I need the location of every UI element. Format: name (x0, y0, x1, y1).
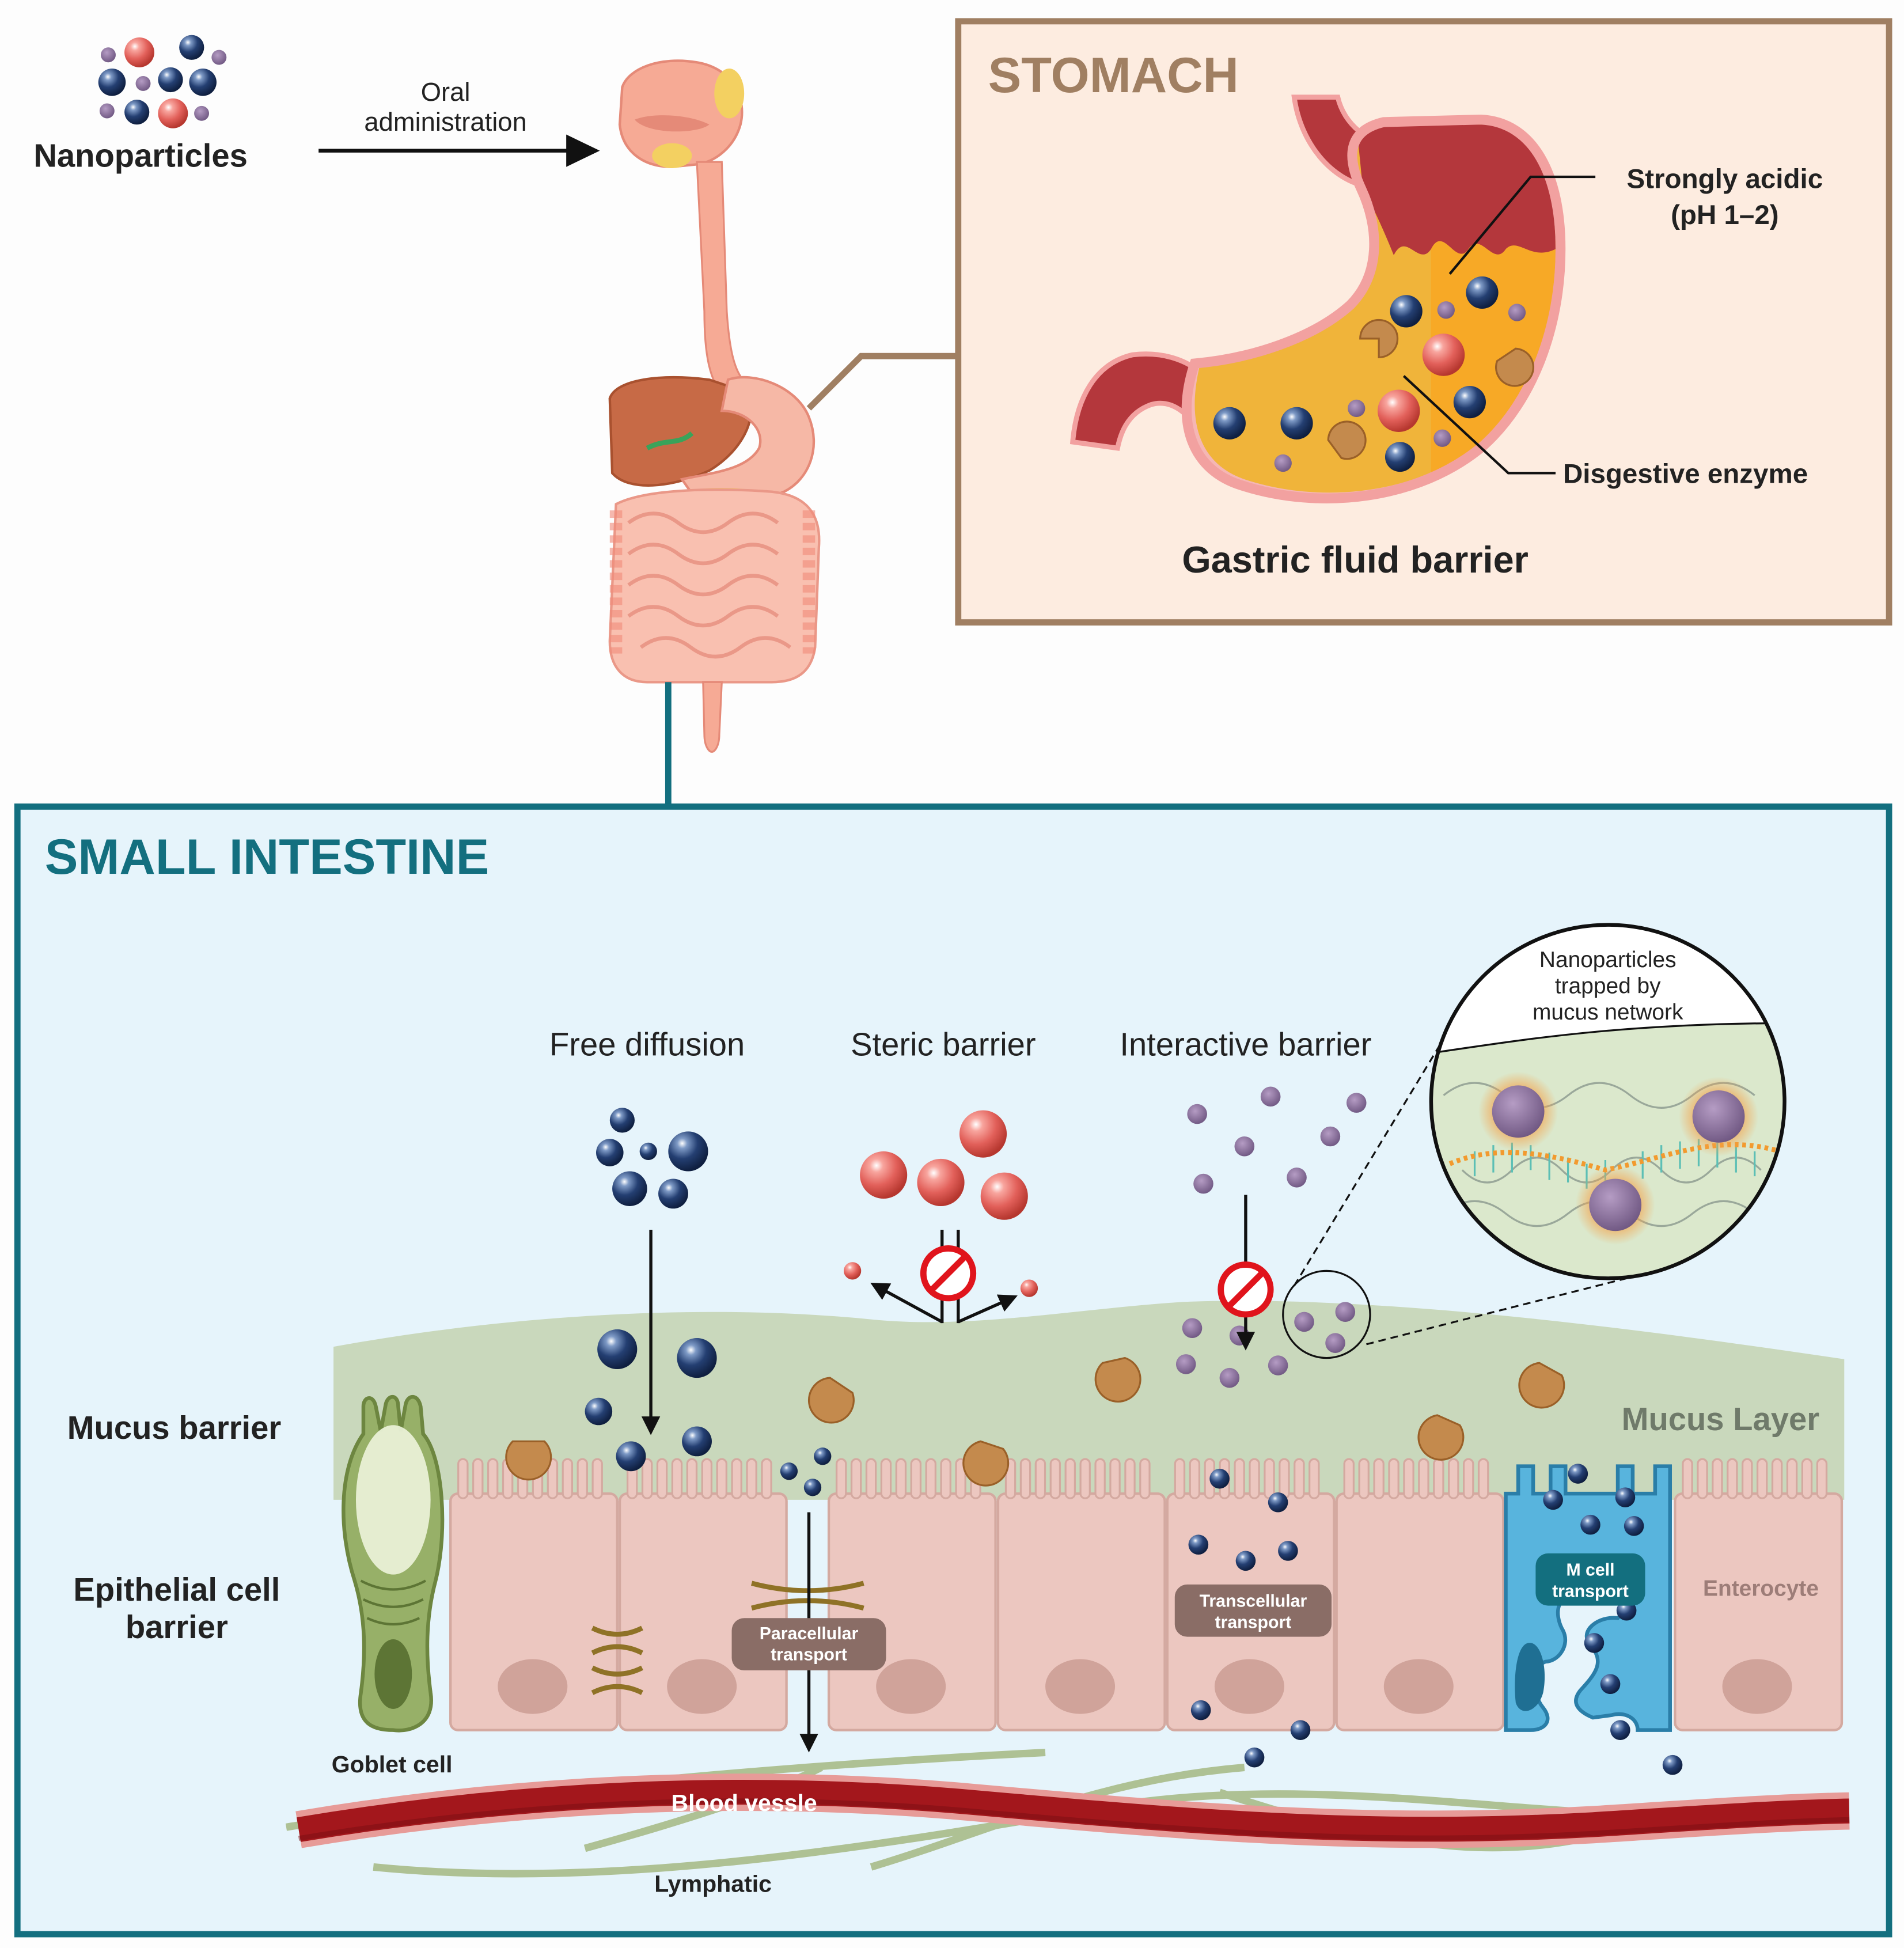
goblet-cell (342, 1394, 445, 1733)
inset-label-line2: trapped by (1555, 973, 1661, 998)
mcell-label-line1: M cell (1566, 1561, 1614, 1580)
enzyme-label: Disgestive enzyme (1563, 459, 1808, 490)
stomach-title: STOMACH (988, 48, 1239, 103)
steric-blocked-icon (920, 1245, 977, 1302)
mcell-badge: M cell transport (1535, 1553, 1645, 1606)
paracellular-label-line1: Paracellular (760, 1624, 859, 1643)
zoom-line-upper (1293, 1043, 1442, 1287)
zoom-line-lower (1366, 1275, 1637, 1346)
transcellular-label-line2: transport (1215, 1613, 1292, 1632)
transport-particles (780, 1447, 1683, 1775)
interactive-blocked-icon (1218, 1261, 1274, 1318)
free-diffusion-label: Free diffusion (549, 1026, 745, 1063)
mucus-network-inset: Nanoparticles trapped by mucus network (1429, 923, 1787, 1280)
epithelial-label-line2: barrier (126, 1609, 228, 1645)
zoom-source-circle (1282, 1269, 1371, 1359)
oral-label-line2: administration (364, 107, 526, 137)
blood-vessel (295, 1773, 1850, 1848)
oral-label-line1: Oral (421, 77, 471, 107)
acid-label-line2: (pH 1–2) (1671, 200, 1778, 230)
lymphatic-label: Lymphatic (654, 1871, 772, 1897)
stomach-organ-illustration (1069, 94, 1566, 503)
inset-label-line3: mucus network (1533, 1000, 1683, 1025)
nanoparticle-cluster-icon (98, 35, 227, 128)
digestive-system-illustration (608, 59, 821, 753)
mucus-enzymes (505, 1356, 1565, 1487)
stomach-connector-line (806, 353, 958, 411)
interactive-barrier-particles (1175, 1086, 1367, 1388)
paracellular-label-line2: transport (771, 1646, 847, 1665)
free-diffusion-particles (585, 1108, 717, 1472)
acid-label-line1: Strongly acidic (1627, 164, 1823, 194)
transcellular-badge: Transcellular transport (1174, 1584, 1332, 1637)
mucus-barrier-label: Mucus barrier (67, 1409, 282, 1446)
nanoparticles-label: Nanoparticles (33, 138, 247, 174)
small-intestine-panel: SMALL INTESTINE Free diffusion Steric ba… (14, 803, 1892, 1938)
blood-vessel-label: Blood vessle (672, 1790, 817, 1816)
enterocyte-label: Enterocyte (1703, 1576, 1819, 1601)
intestine-title: SMALL INTESTINE (45, 829, 489, 885)
mcell-label-line2: transport (1552, 1582, 1629, 1601)
stomach-panel: STOMACH Strongly acidi (955, 18, 1892, 626)
mucus-layer-label: Mucus Layer (1622, 1401, 1820, 1437)
goblet-cell-label: Goblet cell (332, 1751, 453, 1778)
inset-label-line1: Nanoparticles (1539, 948, 1677, 972)
epithelial-label-line1: Epithelial cell (73, 1571, 280, 1608)
transcellular-label-line1: Transcellular (1200, 1592, 1307, 1611)
steric-barrier-particles (844, 1110, 1038, 1297)
oral-arrow (318, 134, 600, 167)
paracellular-badge: Paracellular transport (731, 1618, 886, 1670)
gastric-barrier-label: Gastric fluid barrier (1182, 539, 1528, 581)
steric-barrier-label: Steric barrier (851, 1026, 1036, 1063)
interactive-barrier-label: Interactive barrier (1120, 1026, 1371, 1063)
